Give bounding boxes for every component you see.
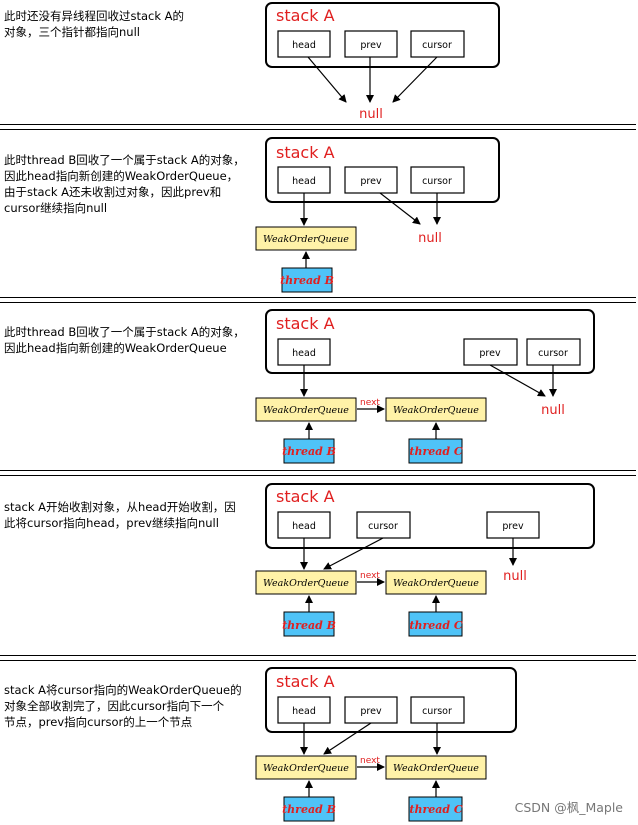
prev-pointer-arrow <box>489 364 546 397</box>
head-slot-label: head <box>292 521 316 532</box>
head-slot-label: head <box>292 40 316 51</box>
stack-a-label: stack A <box>276 672 335 691</box>
null-label: null <box>541 403 565 418</box>
panel-2-description: 此时thread B回收了一个属于stack A的对象， 因此head指向新创建… <box>4 153 245 215</box>
head-slot-label: head <box>292 348 316 359</box>
panel-5-description: stack A将cursor指向的WeakOrderQueue的 对象全部收割完… <box>4 683 242 729</box>
panel-1-description: 此时还没有异线程回收过stack A的 对象，三个指针都指向null <box>4 9 185 39</box>
prev-slot <box>344 166 398 194</box>
cursor-slot-label: cursor <box>422 706 452 717</box>
head-slot-label: head <box>292 176 316 187</box>
watermark: CSDN @枫_Maple <box>515 800 624 815</box>
panel-3-description: 此时thread B回收了一个属于stack A的对象， 因此head指向新创建… <box>4 325 245 355</box>
weak-order-queue-b-label: WeakOrderQueue <box>263 234 349 245</box>
weak-order-queue-b <box>255 397 357 422</box>
panel-2-diagram: stack A head prev cursor null WeakOrderQ… <box>255 137 500 293</box>
weak-order-queue-b <box>255 226 357 251</box>
cursor-slot <box>356 511 411 539</box>
thread-c-box <box>408 438 463 464</box>
null-label: null <box>418 231 442 246</box>
stack-a-label: stack A <box>276 487 335 506</box>
thread-c-box <box>408 611 463 637</box>
prev-slot <box>344 696 398 724</box>
panel-divider-1 <box>0 124 636 130</box>
cursor-slot-label: cursor <box>368 521 398 532</box>
head-slot <box>277 511 331 539</box>
prev-slot <box>486 511 540 539</box>
cursor-slot-label: cursor <box>422 40 452 51</box>
head-slot-label: head <box>292 706 316 717</box>
next-label: next <box>360 571 380 581</box>
panel-5-diagram: stack A head prev cursor WeakOrderQueue … <box>255 667 517 822</box>
cursor-slot-label: cursor <box>422 176 452 187</box>
panel-divider-2 <box>0 297 636 303</box>
next-label: next <box>360 756 380 766</box>
thread-b-label: thread B <box>282 619 336 632</box>
prev-slot-label: prev <box>360 176 382 187</box>
weak-order-queue-b <box>255 570 357 595</box>
panel-4-description: stack A开始收割对象，从head开始收割，因 此将cursor指向head… <box>4 500 236 530</box>
head-slot <box>277 338 331 366</box>
panel-4-diagram: stack A head cursor prev null WeakOrderQ… <box>255 483 595 637</box>
thread-b-box <box>281 267 333 293</box>
thread-b-label: thread B <box>282 803 336 816</box>
prev-slot-label: prev <box>479 348 501 359</box>
prev-slot-label: prev <box>360 40 382 51</box>
panel-3-diagram: stack A head prev cursor null WeakOrderQ… <box>255 309 595 464</box>
cursor-slot <box>526 338 581 366</box>
thread-c-label: thread C <box>409 445 463 458</box>
stack-a-label: stack A <box>276 314 335 333</box>
weak-order-queue-b-label: WeakOrderQueue <box>263 405 349 416</box>
weak-order-queue-c-label: WeakOrderQueue <box>393 405 479 416</box>
thread-c-box <box>408 796 463 822</box>
thread-b-box <box>283 438 335 464</box>
weak-order-queue-b-label: WeakOrderQueue <box>263 578 349 589</box>
thread-b-box <box>283 796 335 822</box>
panel-divider-4 <box>0 655 636 661</box>
weak-order-queue-c <box>385 397 487 422</box>
thread-c-label: thread C <box>409 619 463 632</box>
cursor-pointer-arrow <box>392 56 438 103</box>
thread-b-box <box>283 611 335 637</box>
thread-b-label: thread B <box>280 274 334 287</box>
head-pointer-arrow <box>307 56 347 103</box>
panel-divider-3 <box>0 470 636 476</box>
thread-b-label: thread B <box>282 445 336 458</box>
prev-pointer-arrow <box>379 192 421 225</box>
weak-order-queue-b-label: WeakOrderQueue <box>263 763 349 774</box>
thread-c-label: thread C <box>409 803 463 816</box>
stack-a-label: stack A <box>276 143 335 162</box>
stack-a-label: stack A <box>276 6 335 25</box>
weak-order-queue-c <box>385 570 487 595</box>
cursor-pointer-arrow <box>323 537 384 570</box>
prev-slot <box>344 30 398 58</box>
null-label: null <box>503 569 527 584</box>
cursor-slot-label: cursor <box>538 348 568 359</box>
weak-order-queue-c-label: WeakOrderQueue <box>393 578 479 589</box>
weak-order-queue-b <box>255 755 357 780</box>
prev-slot-label: prev <box>502 521 524 532</box>
head-slot <box>277 30 331 58</box>
prev-slot-label: prev <box>360 706 382 717</box>
null-label: null <box>359 107 383 122</box>
cursor-slot <box>410 30 465 58</box>
next-label: next <box>360 398 380 408</box>
weak-order-queue-c <box>385 755 487 780</box>
weak-order-queue-c-label: WeakOrderQueue <box>393 763 479 774</box>
panel-1-diagram: stack A head prev cursor null <box>265 2 500 122</box>
prev-pointer-arrow <box>323 722 372 755</box>
